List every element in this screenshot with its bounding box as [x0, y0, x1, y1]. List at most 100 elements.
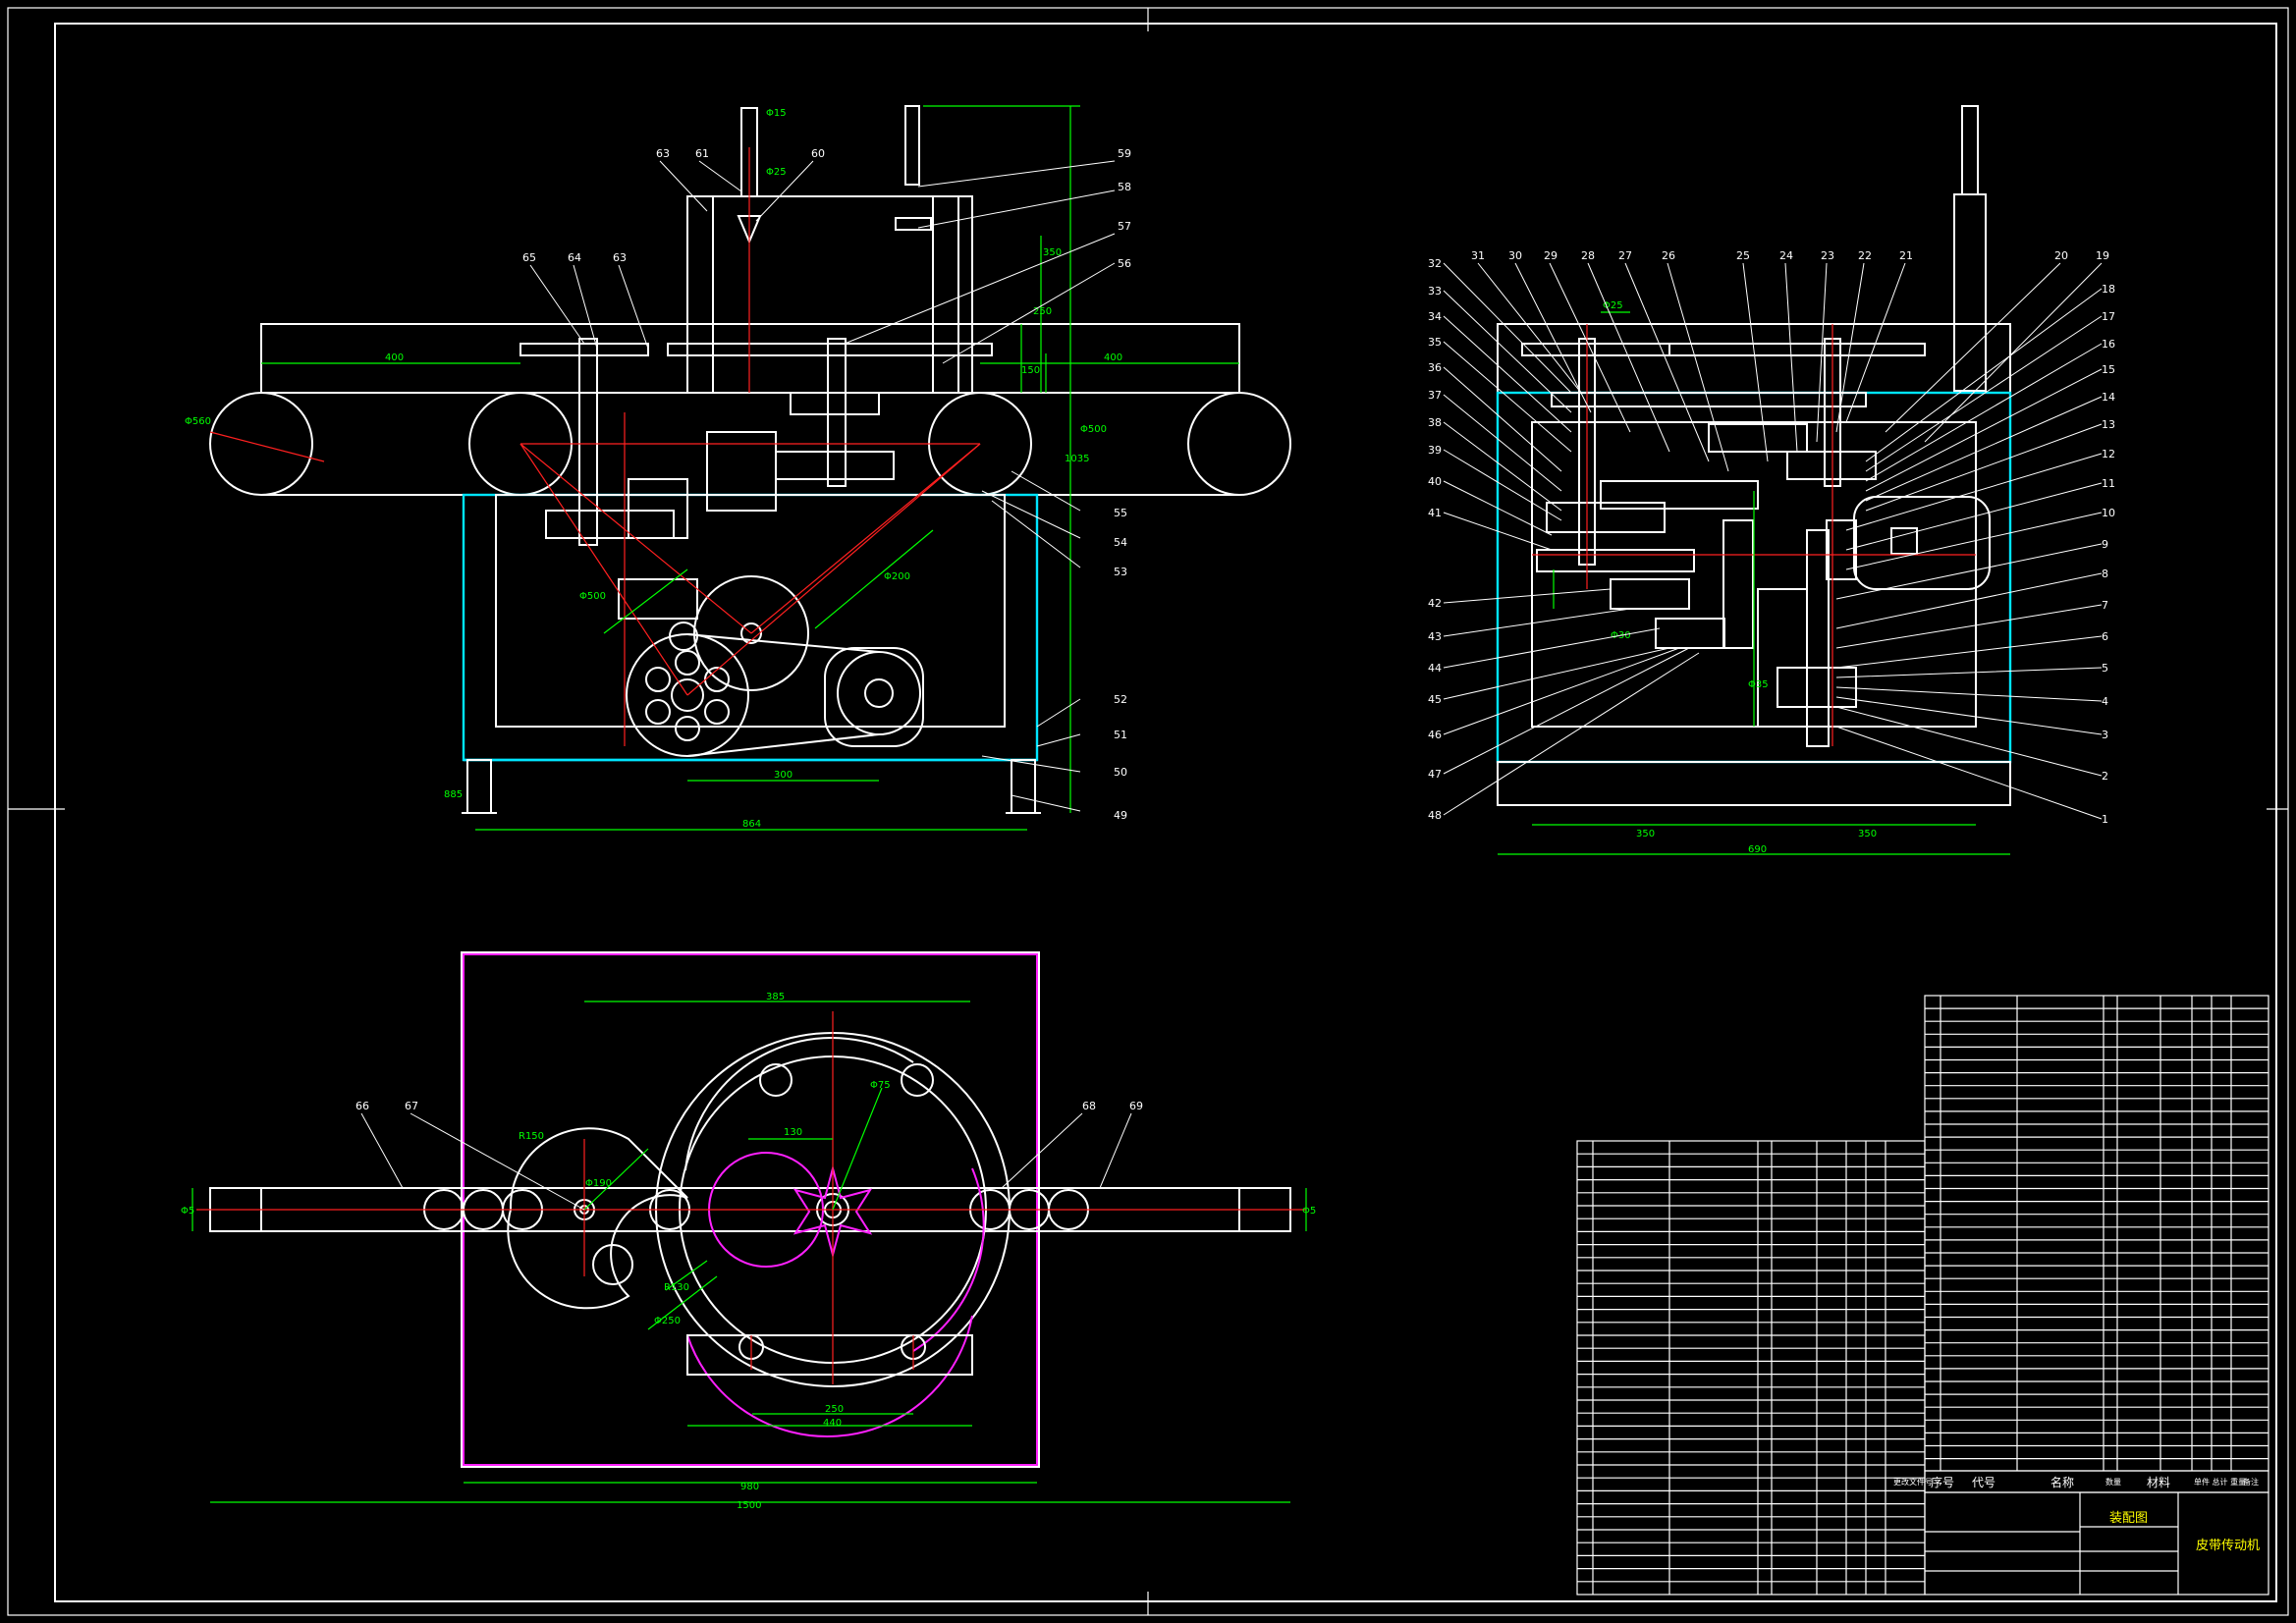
front-label-50: 50 [1114, 766, 1127, 779]
side-label: 29 [1544, 249, 1558, 262]
front-label-65: 65 [522, 251, 536, 264]
top-dim-440: 440 [823, 1418, 842, 1429]
side-label: 40 [1428, 475, 1442, 488]
front-dim-15: Φ15 [766, 108, 787, 119]
side-label: 22 [1858, 249, 1872, 262]
side-label: 7 [2102, 599, 2108, 612]
front-dim-350: 350 [1043, 247, 1062, 258]
front-label-64: 64 [568, 251, 581, 264]
front-dim-864: 864 [742, 819, 761, 830]
front-dim-250: 250 [1033, 306, 1052, 317]
side-labels-top: 31 30 29 28 27 26 25 24 23 22 21 20 19 [1471, 249, 2109, 262]
side-label: 37 [1428, 389, 1442, 402]
side-label: 20 [2054, 249, 2068, 262]
side-label: 8 [2102, 568, 2108, 580]
top-view: 385 Φ75 130 Φ190 Φ250 250 440 980 1500 Φ… [181, 951, 1316, 1511]
front-label-60: 60 [811, 147, 825, 160]
bom-header-notes: 备注 [2243, 1477, 2259, 1487]
bom-header-qty: 数量 [2105, 1477, 2121, 1487]
side-label: 27 [1618, 249, 1632, 262]
front-label-51: 51 [1114, 729, 1127, 741]
side-label: 33 [1428, 285, 1442, 298]
top-dim-5b: Φ5 [1302, 1206, 1316, 1217]
side-label: 5 [2102, 662, 2108, 675]
side-label: 14 [2102, 391, 2115, 404]
side-label: 1 [2102, 813, 2108, 826]
side-label: 12 [2102, 448, 2115, 460]
front-dim-400-left: 400 [385, 352, 404, 363]
side-label: 11 [2102, 477, 2115, 490]
side-dim-350-right: 350 [1858, 829, 1877, 839]
side-label: 30 [1508, 249, 1522, 262]
front-dim-400-right: 400 [1104, 352, 1122, 363]
side-label: 43 [1428, 630, 1442, 643]
front-dim-560: Φ560 [185, 416, 211, 427]
top-dim-r130: R130 [664, 1282, 689, 1293]
front-dim-885: 885 [444, 789, 463, 800]
side-label: 6 [2102, 630, 2108, 643]
front-label-63b: 63 [613, 251, 627, 264]
bom-rows-left [1577, 1153, 1925, 1583]
front-label-49: 49 [1114, 809, 1127, 822]
side-label: 32 [1428, 257, 1442, 270]
front-dim-300: 300 [774, 770, 793, 781]
side-label: 26 [1662, 249, 1675, 262]
side-label: 2 [2102, 770, 2108, 783]
bom-header-no: 序号 [1931, 1475, 1954, 1489]
top-label-69: 69 [1129, 1100, 1143, 1112]
front-label-58: 58 [1118, 181, 1131, 193]
side-label: 39 [1428, 444, 1442, 457]
title-block-name: 皮带传动机 [2196, 1539, 2260, 1553]
bom-header-code: 代号 [1972, 1476, 1995, 1489]
side-dim-690: 690 [1748, 844, 1767, 855]
side-label: 46 [1428, 729, 1442, 741]
top-dim-r150: R150 [519, 1131, 544, 1142]
front-dim-200: Φ200 [884, 571, 910, 582]
side-label: 16 [2102, 338, 2115, 351]
side-labels-right: 18 17 16 15 14 13 12 11 10 9 8 7 6 5 4 3… [2102, 283, 2115, 826]
side-labels-left: 32 33 34 35 36 37 38 39 40 41 42 43 44 4… [1428, 257, 1442, 822]
parts-list-tables: 序号 代号 名称 数量 材料 单件 总计 重量 备注 更改文件号 装配图 皮带传… [1576, 995, 2269, 1596]
side-dim-350-left: 350 [1636, 829, 1655, 839]
front-dim-150: 150 [1021, 365, 1040, 376]
front-label-57: 57 [1118, 220, 1131, 233]
top-dim-250b: 250 [825, 1404, 844, 1415]
side-label: 24 [1779, 249, 1793, 262]
side-label: 10 [2102, 507, 2115, 519]
top-dim-5a: Φ5 [181, 1206, 194, 1217]
top-dim-75: Φ75 [870, 1080, 891, 1091]
top-label-66: 66 [355, 1100, 369, 1112]
title-block-title: 装配图 [2109, 1511, 2148, 1526]
side-label: 15 [2102, 363, 2115, 376]
front-dim-25: Φ25 [766, 167, 787, 178]
side-label: 17 [2102, 310, 2115, 323]
bom-header-material: 材料 [2147, 1476, 2170, 1489]
bom-header-change-doc: 更改文件号 [1893, 1477, 1933, 1487]
side-label: 28 [1581, 249, 1595, 262]
bom-header-name: 名称 [2050, 1475, 2074, 1489]
front-label-52: 52 [1114, 693, 1127, 706]
front-label-63: 63 [656, 147, 670, 160]
front-label-56: 56 [1118, 257, 1131, 270]
top-label-67: 67 [405, 1100, 418, 1112]
side-label: 47 [1428, 768, 1442, 781]
side-label: 9 [2102, 538, 2108, 551]
side-label: 25 [1736, 249, 1750, 262]
top-dim-130: 130 [784, 1127, 802, 1138]
side-dim-25: Φ25 [1603, 300, 1623, 311]
top-dim-250a: Φ250 [654, 1316, 681, 1326]
front-label-53: 53 [1114, 566, 1127, 578]
side-label: 38 [1428, 416, 1442, 429]
front-dim-500a: Φ500 [579, 591, 606, 602]
front-label-59: 59 [1118, 147, 1131, 160]
front-dim-1035: 1035 [1065, 454, 1089, 464]
side-dim-35: Φ35 [1748, 679, 1769, 690]
side-label: 3 [2102, 729, 2108, 741]
bom-header-weight: 单件 总计 重量 [2194, 1477, 2246, 1487]
front-dim-500b: Φ500 [1080, 424, 1107, 435]
side-label: 4 [2102, 695, 2108, 708]
side-label: 23 [1821, 249, 1834, 262]
side-label: 41 [1428, 507, 1442, 519]
side-label: 21 [1899, 249, 1913, 262]
